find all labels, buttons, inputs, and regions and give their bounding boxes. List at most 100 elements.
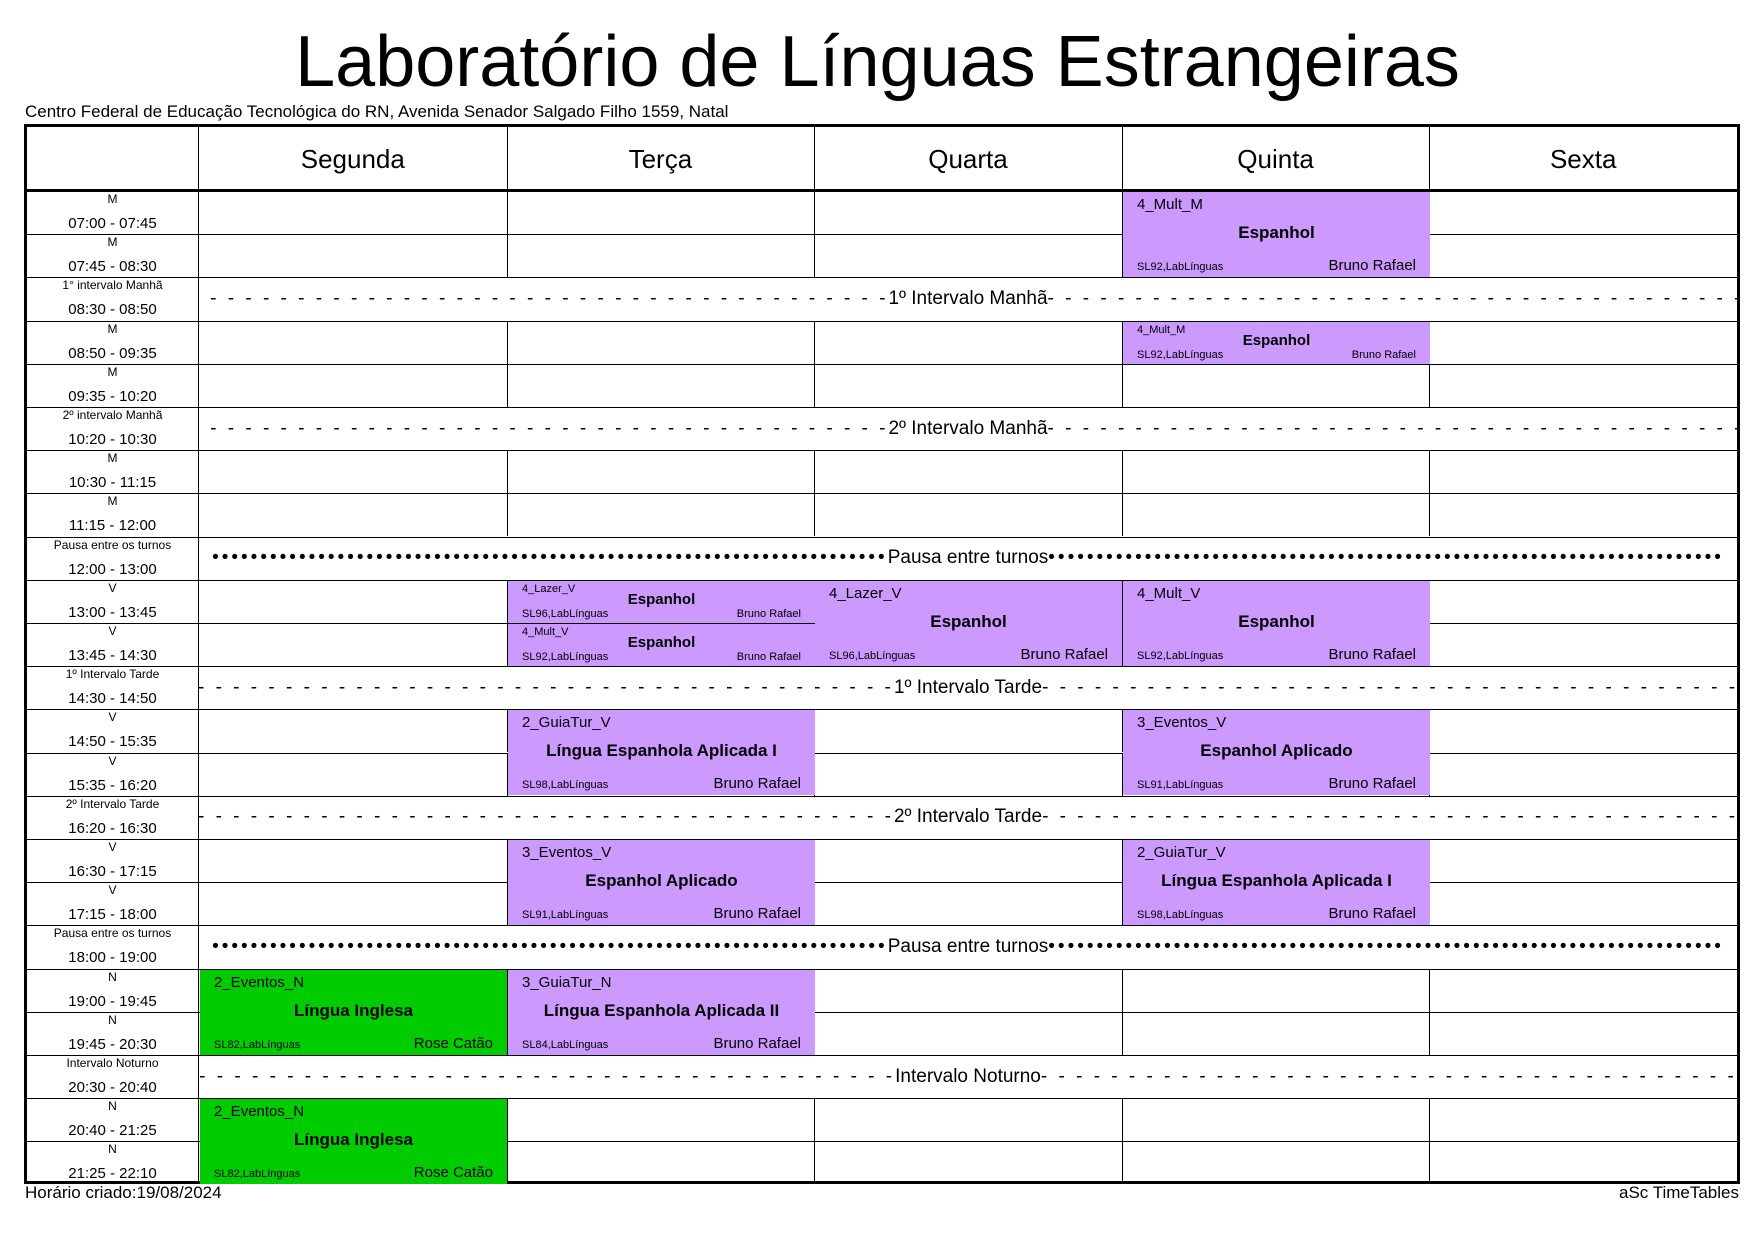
grid-line bbox=[27, 1098, 1737, 1099]
grid-line bbox=[27, 234, 1737, 235]
grid-line bbox=[1122, 450, 1123, 494]
lesson-subject: Espanhol bbox=[1242, 331, 1311, 349]
period-time: 14:50 - 15:35 bbox=[68, 733, 157, 751]
grid-line bbox=[1429, 127, 1430, 191]
lesson-teacher: Bruno Rafael bbox=[1328, 646, 1416, 663]
break-row: - - - - - - - - - - - - - - - - - - - - … bbox=[199, 666, 1737, 709]
lesson-teacher: Bruno Rafael bbox=[1020, 646, 1108, 663]
period-label: Intervalo Noturno bbox=[66, 1056, 159, 1070]
grid-line bbox=[1429, 493, 1430, 537]
grid-line bbox=[507, 580, 508, 624]
period-label: V bbox=[108, 624, 117, 638]
lesson-teacher: Rose Catão bbox=[413, 1164, 493, 1181]
grid-line bbox=[1122, 234, 1123, 278]
grid-line bbox=[27, 321, 1737, 322]
lesson-teacher: Bruno Rafael bbox=[1328, 905, 1416, 922]
lesson-subject: Língua Espanhola Aplicada I bbox=[1161, 871, 1392, 891]
period-time: 20:30 - 20:40 bbox=[68, 1079, 157, 1096]
lesson-subject: Espanhol Aplicado bbox=[1200, 741, 1353, 761]
lesson-group: 2_Eventos_N bbox=[214, 974, 305, 991]
period-label: M bbox=[107, 451, 118, 466]
grid-line bbox=[1122, 191, 1123, 235]
day-header: Quinta bbox=[1237, 143, 1314, 174]
grid-line bbox=[507, 450, 508, 494]
grid-line bbox=[27, 969, 1737, 970]
break-filler: - - - - - - - - - - - - - - - - - - - - … bbox=[199, 676, 894, 698]
break-label: 1º Intervalo Tarde bbox=[893, 676, 1043, 698]
lesson-subject: Espanhol bbox=[627, 633, 696, 651]
grid-line bbox=[814, 127, 815, 191]
grid-line bbox=[507, 1012, 508, 1056]
grid-line bbox=[27, 882, 1737, 883]
period-cell: V 13:45 - 14:30 bbox=[27, 623, 198, 666]
break-row: - - - - - - - - - - - - - - - - - - - - … bbox=[199, 796, 1737, 839]
period-label: Pausa entre os turnos bbox=[53, 926, 172, 941]
period-label: M bbox=[107, 235, 118, 250]
grid-line bbox=[814, 450, 815, 494]
lesson-group: 2_GuiaTur_V bbox=[1137, 844, 1226, 861]
grid-line bbox=[1122, 623, 1123, 667]
break-filler: - - - - - - - - - - - - - - - - - - - - … bbox=[1042, 676, 1737, 698]
grid-line bbox=[1122, 753, 1123, 797]
lesson-room: SL92,LabLínguas bbox=[522, 651, 609, 663]
period-label: N bbox=[108, 969, 117, 984]
grid-line bbox=[1122, 1098, 1123, 1142]
created-date: Horário criado:19/08/2024 bbox=[25, 1183, 222, 1202]
grid-line bbox=[814, 493, 815, 537]
period-label: V bbox=[108, 753, 117, 768]
lesson-group: 4_Mult_V bbox=[1137, 585, 1201, 602]
break-filler: - - - - - - - - - - - - - - - - - - - - … bbox=[1040, 1065, 1737, 1087]
break-filler: - - - - - - - - - - - - - - - - - - - - … bbox=[1047, 287, 1737, 309]
grid-line bbox=[1122, 839, 1123, 883]
period-label: M bbox=[107, 494, 118, 509]
lesson-subject: Espanhol bbox=[930, 612, 1007, 632]
grid-line bbox=[507, 753, 508, 797]
break-filler: ••••••••••••••••••••••••••••••••••••••••… bbox=[1048, 547, 1724, 569]
lesson-group: 4_Mult_M bbox=[1137, 196, 1203, 213]
period-time: 16:30 - 17:15 bbox=[68, 863, 157, 880]
grid-line bbox=[507, 234, 508, 278]
period-time: 17:15 - 18:00 bbox=[68, 906, 157, 924]
period-time: 13:00 - 13:45 bbox=[68, 603, 157, 621]
lesson-room: SL98,LabLínguas bbox=[522, 779, 609, 791]
grid-line bbox=[1122, 493, 1123, 537]
grid-line bbox=[27, 407, 1737, 408]
grid-line bbox=[1122, 969, 1123, 1013]
period-time: 13:45 - 14:30 bbox=[68, 647, 157, 664]
period-time: 15:35 - 16:20 bbox=[68, 776, 157, 794]
period-time: 14:30 - 14:50 bbox=[68, 690, 157, 708]
grid-line bbox=[27, 796, 1737, 797]
lesson-group: 2_GuiaTur_V bbox=[522, 714, 611, 731]
grid-line bbox=[507, 969, 508, 1013]
grid-line bbox=[814, 321, 815, 365]
period-label: M bbox=[107, 192, 118, 206]
page-title: Laboratório de Línguas Estrangeiras bbox=[295, 22, 1460, 102]
grid-line bbox=[507, 623, 508, 667]
grid-line bbox=[27, 666, 1737, 667]
brand-label: aSc TimeTables bbox=[1619, 1183, 1739, 1202]
grid-line bbox=[1429, 1012, 1430, 1056]
lesson-card[interactable]: 2_GuiaTur_V Língua Espanhola Aplicada I SL… bbox=[1123, 840, 1430, 925]
grid-line bbox=[1122, 1012, 1123, 1056]
break-filler: ••••••••••••••••••••••••••••••••••••••••… bbox=[212, 935, 888, 957]
lesson-room: SL98,LabLínguas bbox=[1137, 909, 1224, 921]
lesson-room: SL92,LabLínguas bbox=[1137, 349, 1224, 361]
